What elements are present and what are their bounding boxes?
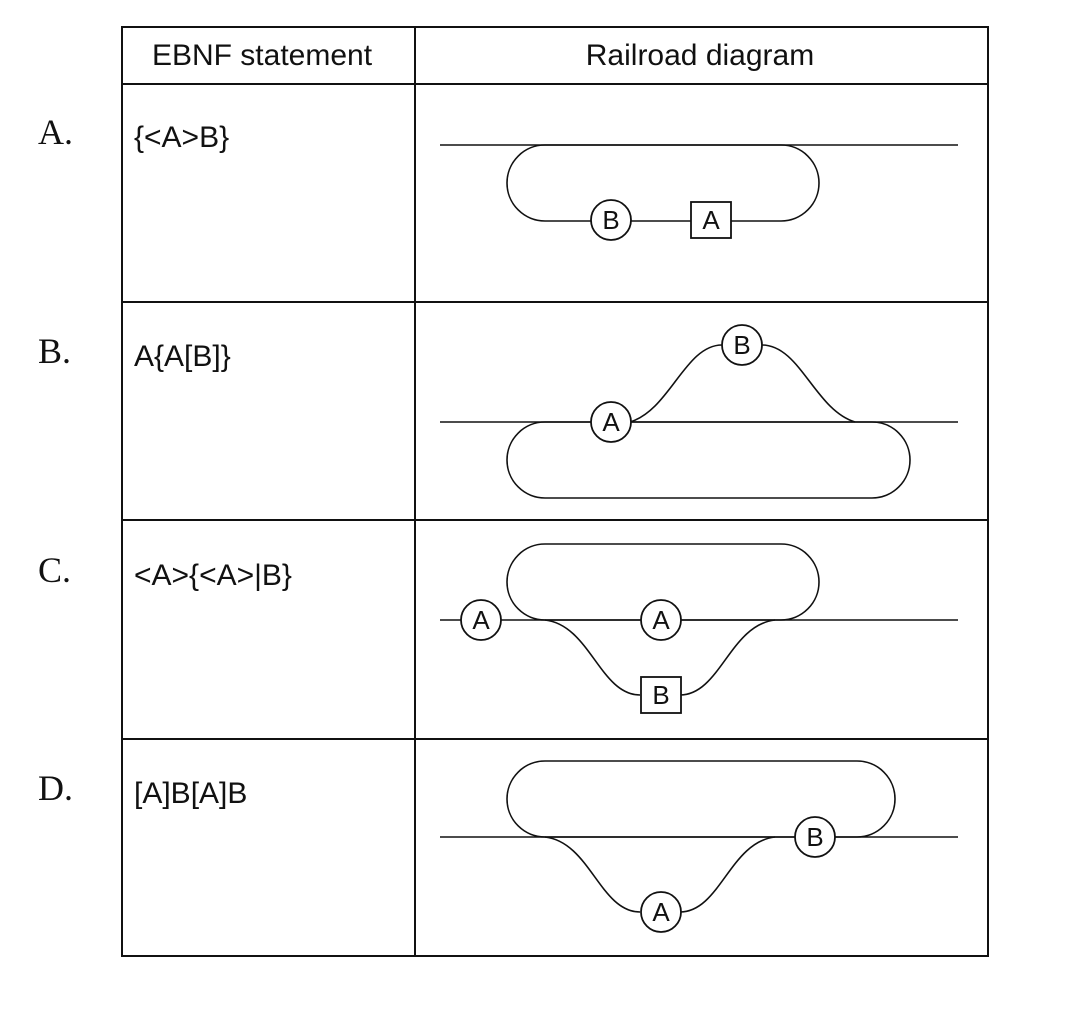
statement-d: [A]B[A]B xyxy=(134,777,247,810)
option-label-d: D. xyxy=(38,768,73,808)
railroad-diagram-a: B A xyxy=(440,144,958,241)
loop-track xyxy=(506,760,896,838)
node-circle: B xyxy=(794,816,836,858)
node-circle: A xyxy=(590,401,632,443)
optional-track xyxy=(544,836,776,913)
loop-track xyxy=(506,144,820,222)
svg-text:A: A xyxy=(602,407,620,437)
node-circle: B xyxy=(590,199,632,241)
statement-c: <A>{<A>|B} xyxy=(134,559,292,592)
svg-text:B: B xyxy=(602,205,619,235)
svg-text:A: A xyxy=(652,605,670,635)
loop-track xyxy=(506,421,911,499)
option-label-c: C. xyxy=(38,550,71,590)
railroad-diagram-b: B A xyxy=(440,324,958,499)
alternative-track xyxy=(544,619,776,696)
loop-track xyxy=(506,543,820,621)
node-circle: A xyxy=(640,891,682,933)
header-railroad-diagram: Railroad diagram xyxy=(586,39,814,72)
node-box: A xyxy=(690,201,732,239)
svg-text:B: B xyxy=(652,680,669,710)
node-circle: A xyxy=(460,599,502,641)
statement-b: A{A[B]} xyxy=(134,340,231,373)
node-circle: A xyxy=(640,599,682,641)
statement-a: {<A>B} xyxy=(134,121,229,154)
svg-text:A: A xyxy=(702,205,720,235)
node-box: B xyxy=(640,676,682,714)
railroad-diagram-d: B A xyxy=(440,760,958,933)
option-label-b: B. xyxy=(38,331,71,371)
svg-text:B: B xyxy=(806,822,823,852)
table-grid xyxy=(121,26,989,957)
optional-bypass-track xyxy=(629,344,856,423)
svg-text:B: B xyxy=(733,330,750,360)
railroad-diagram-c: A A B xyxy=(440,543,958,714)
option-label-a: A. xyxy=(38,112,73,152)
svg-text:A: A xyxy=(472,605,490,635)
svg-text:A: A xyxy=(652,897,670,927)
node-circle: B xyxy=(721,324,763,366)
header-ebnf-statement: EBNF statement xyxy=(152,39,373,72)
